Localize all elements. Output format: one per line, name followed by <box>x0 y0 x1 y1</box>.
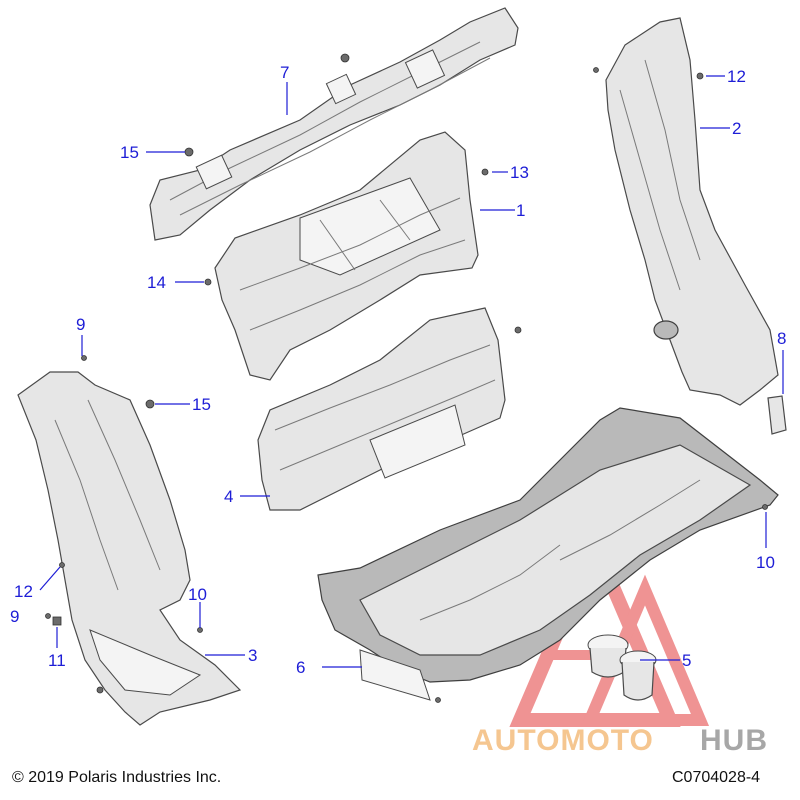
callout-5: 5 <box>682 651 691 670</box>
part-4-back-panel-lower <box>257 307 506 511</box>
callout-12-left: 12 <box>14 582 33 601</box>
part-6-floor-panel <box>317 407 779 701</box>
callout-13: 13 <box>510 163 529 182</box>
part-1-back-panel-upper <box>214 131 479 381</box>
watermark-automoto: AUTOMOTO <box>472 724 654 757</box>
callout-labels: 7 1 2 12 15 13 14 9 15 8 4 10 10 3 12 9 … <box>10 63 786 677</box>
part-5-cup-holder <box>587 634 657 701</box>
callout-1: 1 <box>516 201 525 220</box>
callout-8: 8 <box>777 329 786 348</box>
callout-3: 3 <box>248 646 257 665</box>
callout-9-bottom: 9 <box>10 607 19 626</box>
callout-10-left: 10 <box>188 585 207 604</box>
callout-12-right: 12 <box>727 67 746 86</box>
callout-4: 4 <box>224 487 233 506</box>
callout-10-right: 10 <box>756 553 775 572</box>
fasteners <box>45 53 768 703</box>
callout-14: 14 <box>147 273 166 292</box>
part-2-right-side-panel <box>605 17 779 406</box>
callout-6: 6 <box>296 658 305 677</box>
watermark-text: AUTOMOTO HUB <box>472 724 768 757</box>
watermark-hub: HUB <box>700 724 768 757</box>
callout-9-top: 9 <box>76 315 85 334</box>
callout-15-right: 15 <box>192 395 211 414</box>
copyright-text: © 2019 Polaris Industries Inc. <box>12 769 221 786</box>
part-7-upper-bracket <box>149 7 519 241</box>
callout-7: 7 <box>280 63 289 82</box>
callout-2: 2 <box>732 119 741 138</box>
diagram-code: C0704028-4 <box>672 769 760 786</box>
leader-lines <box>39 75 784 668</box>
part-3-left-side-panel <box>17 371 242 726</box>
callout-15-left: 15 <box>120 143 139 162</box>
part-8-clip <box>767 395 787 435</box>
callout-11: 11 <box>48 651 66 670</box>
